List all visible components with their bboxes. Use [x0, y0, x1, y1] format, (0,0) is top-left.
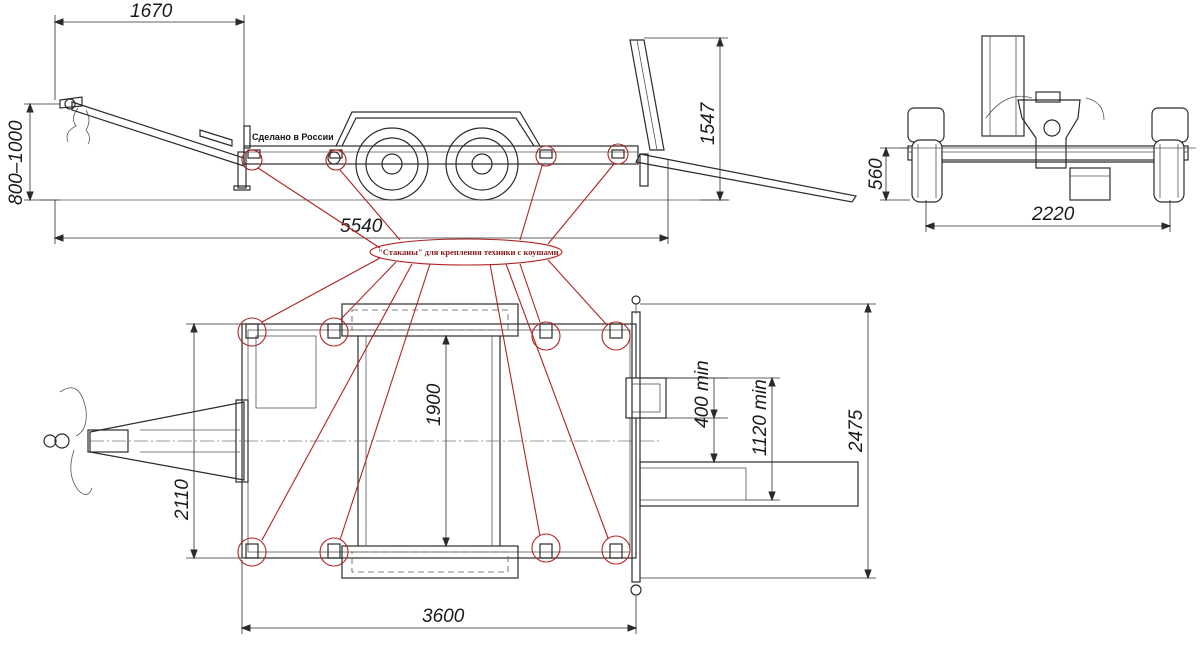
callout-label: "Стаканы" для крепления техники с коушам…	[378, 247, 559, 257]
rear-view	[900, 35, 1196, 203]
dim-deck-height: 560	[866, 158, 887, 190]
dim-overall-width: 2220	[1031, 204, 1075, 225]
rear-dimensions: 560 2220	[866, 146, 1172, 232]
side-plate-label: Сделано в России	[252, 132, 334, 142]
dim-deck-width: 2110	[172, 479, 193, 521]
dim-deck-length: 3600	[422, 606, 465, 627]
dim-total-width: 2475	[846, 409, 867, 453]
top-view	[43, 295, 859, 596]
top-dimensions: 2110 3600 1900 2475 400 min 1120 min	[172, 302, 876, 634]
dim-drawbar-length: 1670	[130, 1, 173, 22]
side-dimensions: 1670 5540 800–1000 1547	[6, 1, 728, 244]
dim-ramp-height: 1547	[698, 101, 719, 145]
dim-ramp-gap: 400 min	[692, 360, 713, 428]
tie-down-callout: "Стаканы" для крепления техники с коушам…	[237, 143, 631, 567]
dim-inner-length: 1900	[424, 383, 445, 426]
side-view: Сделано в России	[40, 39, 857, 203]
dim-coupling-height: 800–1000	[6, 120, 27, 205]
dim-ramp-spacing: 1120 min	[750, 379, 771, 456]
dim-overall-length: 5540	[340, 216, 383, 237]
